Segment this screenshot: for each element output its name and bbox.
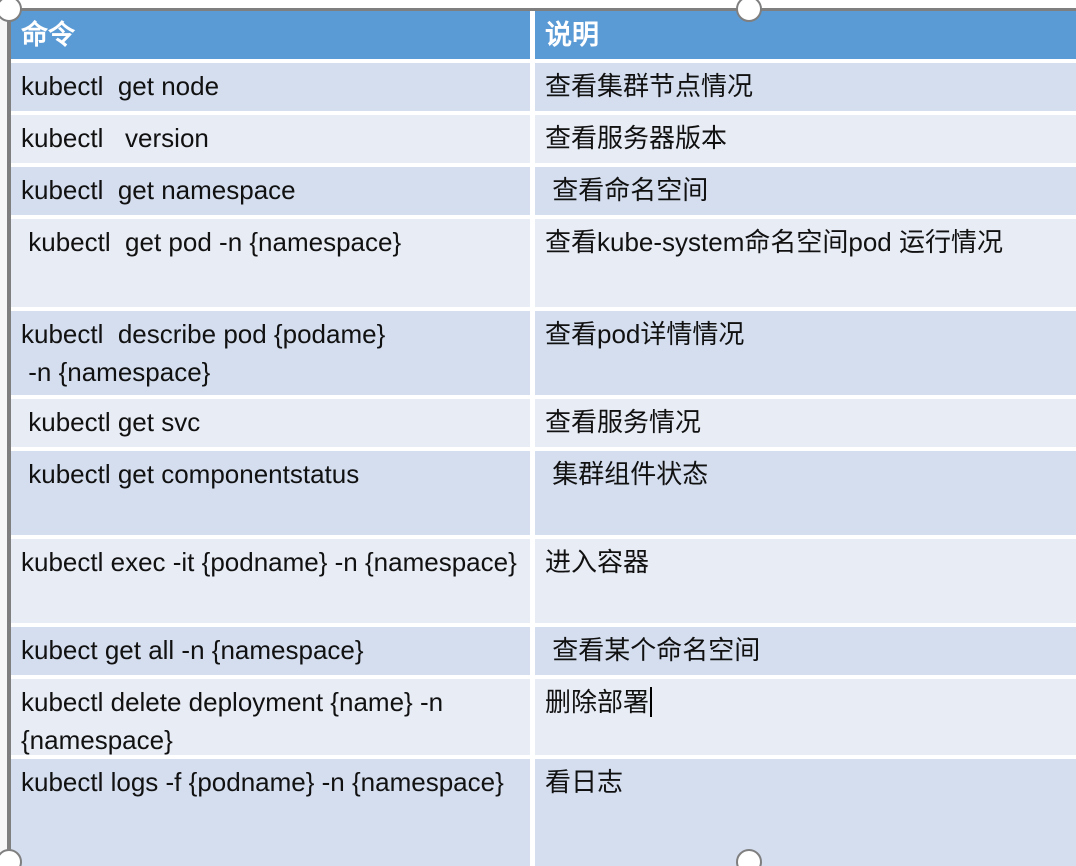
cell-command[interactable]: kubectl get pod -n {namespace} bbox=[11, 219, 530, 307]
cell-command[interactable]: kubectl get namespace bbox=[11, 167, 530, 215]
cell-description[interactable]: 查看集群节点情况 bbox=[535, 63, 1076, 111]
table-row[interactable]: kubectl logs -f {podname} -n {namespace}… bbox=[11, 759, 1076, 866]
cell-description[interactable]: 查看命名空间 bbox=[535, 167, 1076, 215]
cell-description[interactable]: 查看pod详情情况 bbox=[535, 311, 1076, 395]
cell-description[interactable]: 删除部署 bbox=[535, 679, 1076, 755]
cell-description[interactable]: 查看kube-system命名空间pod 运行情况 bbox=[535, 219, 1076, 307]
cell-description[interactable]: 进入容器 bbox=[535, 539, 1076, 623]
table-header-row: 命令说明 bbox=[11, 11, 1076, 59]
table-row[interactable]: kubectl get componentstatus 集群组件状态 bbox=[11, 451, 1076, 535]
resize-handle-top-center[interactable] bbox=[736, 0, 762, 22]
table-row[interactable]: kubectl get namespace 查看命名空间 bbox=[11, 167, 1076, 215]
cell-command[interactable]: kubectl logs -f {podname} -n {namespace} bbox=[11, 759, 530, 866]
resize-handle-bottom-left[interactable] bbox=[0, 849, 22, 866]
cell-command[interactable]: kubectl get node bbox=[11, 63, 530, 111]
resize-handle-top-left[interactable] bbox=[0, 0, 22, 22]
cell-command[interactable]: kubectl describe pod {podame} -n {namesp… bbox=[11, 311, 530, 395]
selection-border-top bbox=[0, 8, 1076, 11]
table-row[interactable]: kubect get all -n {namespace} 查看某个命名空间 bbox=[11, 627, 1076, 675]
cell-description[interactable]: 查看服务情况 bbox=[535, 399, 1076, 447]
cell-description[interactable]: 查看某个命名空间 bbox=[535, 627, 1076, 675]
table-row[interactable]: kubectl get pod -n {namespace}查看kube-sys… bbox=[11, 219, 1076, 307]
page-background bbox=[0, 0, 9, 866]
cell-description[interactable]: 集群组件状态 bbox=[535, 451, 1076, 535]
cell-command[interactable]: kubect get all -n {namespace} bbox=[11, 627, 530, 675]
table-row[interactable]: kubectl delete deployment {name} -n {nam… bbox=[11, 679, 1076, 755]
cell-description[interactable]: 看日志 bbox=[535, 759, 1076, 866]
cell-command[interactable]: kubectl exec -it {podname} -n {namespace… bbox=[11, 539, 530, 623]
cell-description[interactable]: 查看服务器版本 bbox=[535, 115, 1076, 163]
cell-command[interactable]: kubectl get componentstatus bbox=[11, 451, 530, 535]
text-cursor bbox=[650, 687, 653, 717]
column-header-description[interactable]: 说明 bbox=[535, 11, 1076, 59]
cell-description-text: 删除部署 bbox=[545, 687, 650, 717]
cell-command[interactable]: kubectl delete deployment {name} -n {nam… bbox=[11, 679, 530, 755]
cell-command[interactable]: kubectl version bbox=[11, 115, 530, 163]
cell-command[interactable]: kubectl get svc bbox=[11, 399, 530, 447]
column-header-command[interactable]: 命令 bbox=[11, 11, 530, 59]
resize-handle-bottom-center[interactable] bbox=[736, 849, 762, 866]
table-row[interactable]: kubectl exec -it {podname} -n {namespace… bbox=[11, 539, 1076, 623]
selection-border-left bbox=[7, 8, 11, 866]
table-row[interactable]: kubectl describe pod {podame} -n {namesp… bbox=[11, 311, 1076, 395]
